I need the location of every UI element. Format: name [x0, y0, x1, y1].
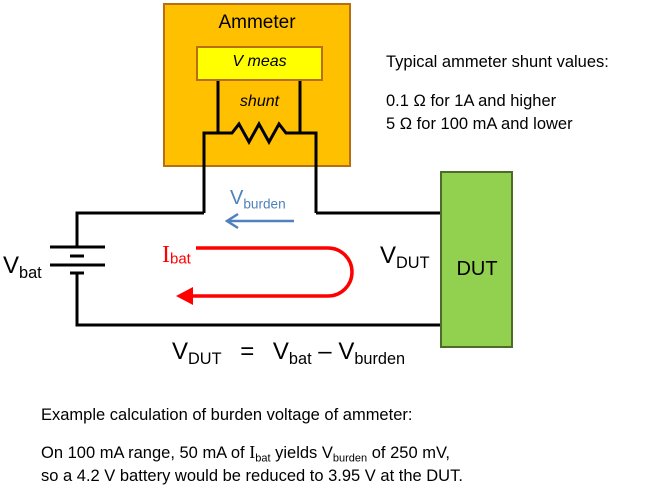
vbat-label: Vbat: [3, 254, 42, 282]
eq-term1-main: V: [272, 338, 289, 365]
dut-label: DUT: [456, 258, 498, 280]
ibat-sub: bat: [170, 250, 191, 268]
vburden-arrow: [224, 212, 294, 230]
ibat-main: I: [162, 242, 170, 268]
shunt-label: shunt: [239, 93, 280, 110]
shunt-value-line: 0.1 Ω for 1A and higher: [386, 92, 557, 110]
example-text: yields: [270, 444, 322, 462]
vbat-main: V: [3, 252, 20, 279]
example-vburden-main: V: [321, 444, 333, 462]
equation: VDUT = Vbat – Vburden: [172, 340, 405, 368]
battery-symbol: [50, 245, 105, 275]
example-line-2: so a 4.2 V battery would be reduced to 3…: [41, 467, 463, 485]
eq-equals: =: [240, 338, 255, 365]
example-ibat-main: I: [249, 442, 256, 462]
shunt-resistor: [202, 120, 318, 213]
vdut-label: VDUT: [380, 244, 430, 272]
dut-box: [440, 171, 513, 348]
wire-top-left: [75, 211, 204, 247]
ibat-arrow: [176, 246, 354, 305]
eq-lhs-sub: DUT: [188, 350, 222, 369]
ammeter-box: [163, 3, 351, 167]
vmeas-box: [196, 46, 323, 81]
eq-term2-main: V: [338, 338, 355, 365]
vdut-main: V: [380, 242, 397, 269]
vmeas-label: V meas: [232, 53, 287, 70]
eq-term2-sub: burden: [354, 350, 406, 369]
example-ibat-sub: bat: [255, 452, 271, 465]
example-vburden-sub: burden: [332, 452, 368, 465]
vburden-sub: burden: [243, 196, 286, 212]
ammeter-title: Ammeter: [218, 12, 296, 33]
eq-term1-sub: bat: [288, 350, 312, 369]
vbat-sub: bat: [19, 264, 42, 283]
vburden-main: V: [230, 187, 244, 209]
shunt-values-heading: Typical ammeter shunt values:: [386, 53, 609, 71]
ibat-label: Ibat: [162, 243, 191, 267]
example-line-1: On 100 mA range, 50 mA of Ibat yields Vb…: [41, 443, 450, 464]
wire-bottom: [75, 273, 442, 327]
vburden-label: Vburden: [230, 188, 286, 211]
eq-lhs-main: V: [172, 338, 189, 365]
vdut-sub: DUT: [396, 254, 430, 273]
eq-minus: –: [318, 338, 332, 365]
example-text: of 250 mV,: [367, 444, 451, 462]
example-title: Example calculation of burden voltage of…: [41, 406, 413, 424]
example-text: On 100 mA range, 50 mA of: [41, 444, 250, 462]
shunt-value-line: 5 Ω for 100 mA and lower: [386, 115, 573, 133]
